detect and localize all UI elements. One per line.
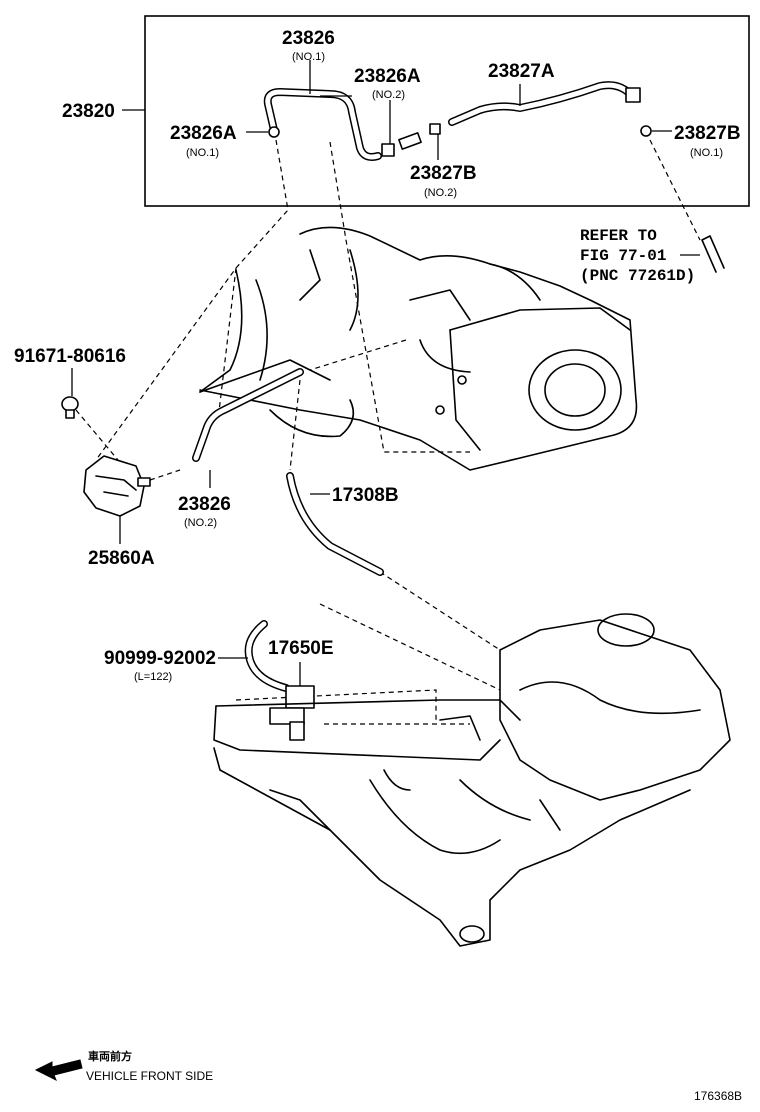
label-23827B-no2: 23827B — [410, 163, 477, 184]
hose-23826-no1 — [263, 88, 382, 161]
label-23827B-no2-sub: (NO.2) — [424, 187, 457, 199]
label-90999-sub: (L=122) — [134, 671, 172, 683]
air-cleaner-assembly — [199, 226, 638, 471]
intake-manifold — [213, 613, 731, 947]
left-arrow-icon — [34, 1059, 83, 1082]
label-23826A-no1: 23826A — [170, 123, 237, 144]
sensor-17650E — [269, 685, 315, 741]
bolt-91671 — [61, 396, 79, 419]
refer-line-1: REFER TO — [580, 227, 657, 245]
label-23826-lower: 23826 — [178, 494, 231, 515]
hose-90999 — [244, 620, 290, 692]
refer-line-3: (PNC 77261D) — [580, 267, 695, 285]
label-23827B-no1: 23827B — [674, 123, 741, 144]
tube-17308B — [286, 472, 384, 576]
label-23820: 23820 — [62, 101, 115, 122]
label-23826A-no2: 23826A — [354, 66, 421, 87]
label-23826A-no1-sub: (NO.1) — [186, 147, 219, 159]
label-23827A: 23827A — [488, 61, 555, 82]
refer-line-2: FIG 77-01 — [580, 247, 666, 265]
refer-hose — [701, 235, 725, 273]
pipe-23826-no2 — [192, 368, 304, 462]
connector-parts — [268, 123, 652, 157]
front-direction-text: VEHICLE FRONT SIDE — [86, 1069, 213, 1083]
assembly-box — [144, 15, 750, 207]
label-90999: 90999-92002 — [104, 648, 216, 669]
label-17650E: 17650E — [268, 638, 334, 659]
label-25860A: 25860A — [88, 548, 155, 569]
label-23827B-no1-sub: (NO.1) — [690, 147, 723, 159]
hose-23827A — [448, 81, 641, 126]
label-91671: 91671-80616 — [14, 346, 126, 367]
figure-code: 176368B — [694, 1089, 742, 1103]
front-direction-cjk: 車両前方 — [88, 1049, 132, 1063]
label-17308B: 17308B — [332, 485, 399, 506]
label-23826-top: 23826 — [282, 28, 335, 49]
label-23826A-no2-sub: (NO.2) — [372, 89, 405, 101]
label-23826-top-sub: (NO.1) — [292, 51, 325, 63]
label-23826-lower-sub: (NO.2) — [184, 517, 217, 529]
vsv-25860A — [83, 455, 151, 517]
